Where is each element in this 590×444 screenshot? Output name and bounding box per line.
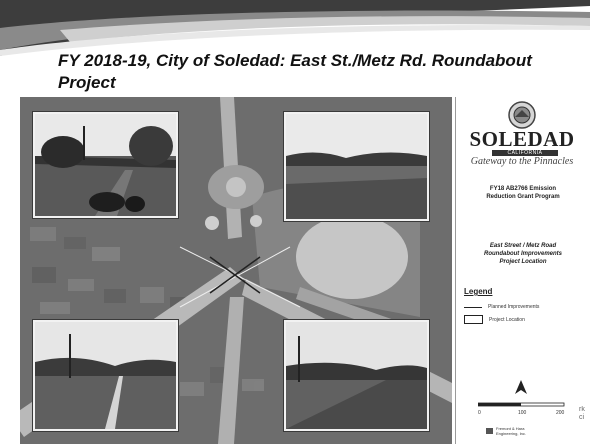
scale-tick-label: 100	[518, 410, 527, 416]
legend-item-label: Project Location	[489, 316, 525, 323]
firm-line: Engineering, Inc.	[496, 431, 527, 436]
road-photo-image	[35, 322, 176, 429]
legend-item: Planned Improvements	[464, 304, 539, 310]
city-name: SOLEDAD	[469, 127, 575, 151]
engineering-firm: Fremont & Hara Engineering, Inc.	[486, 426, 526, 436]
street-photo-image	[35, 114, 176, 216]
legend-line-swatch	[464, 306, 482, 308]
north-arrow-icon	[515, 380, 527, 394]
firm-line: Fremont & Hara	[496, 426, 525, 431]
slide-title: FY 2018-19, City of Soledad: East St./Me…	[58, 51, 532, 92]
project-line: Roundabout Improvements	[483, 251, 562, 257]
city-subtitle: CALIFORNIA	[492, 150, 558, 156]
project-line: Project Location	[499, 259, 547, 265]
program-line: Reduction Grant Program	[486, 194, 560, 200]
cropped-edge-text: rk ci	[579, 406, 590, 422]
site-photo-southeast	[284, 320, 429, 431]
site-photo-southwest	[33, 320, 178, 431]
program-line: FY18 AB2766 Emission	[489, 186, 557, 192]
firm-name: Fremont & Hara Engineering, Inc.	[496, 426, 526, 436]
aerial-map	[20, 97, 452, 444]
city-tagline: Gateway to the Pinnacles	[470, 156, 574, 167]
edge-text-line: ci	[579, 414, 585, 421]
legend-box-swatch	[464, 315, 483, 324]
firm-logo-icon	[486, 428, 493, 434]
scale-tick-label: 0	[478, 410, 481, 416]
intersection-photo-image	[286, 322, 427, 429]
slide-header-banner	[0, 0, 590, 56]
legend-item: Project Location	[464, 315, 525, 324]
project-description: East Street / Metz Road Roundabout Impro…	[462, 242, 584, 266]
grant-program: FY18 AB2766 Emission Reduction Grant Pro…	[462, 185, 584, 201]
edge-text-line: rk	[579, 406, 585, 413]
city-seal-icon	[508, 101, 536, 129]
field-photo-image	[286, 114, 427, 219]
site-photo-northeast	[284, 112, 429, 221]
project-line: East Street / Metz Road	[489, 243, 557, 249]
legend-title: Legend	[464, 287, 493, 296]
exhibit-title-block: SOLEDAD CALIFORNIA Gateway to the Pinnac…	[455, 97, 590, 444]
scale-bar: 0 100 200	[478, 402, 565, 416]
legend-item-label: Planned Improvements	[488, 304, 540, 310]
scale-tick-label: 200	[556, 410, 565, 416]
site-photo-northwest	[33, 112, 178, 218]
